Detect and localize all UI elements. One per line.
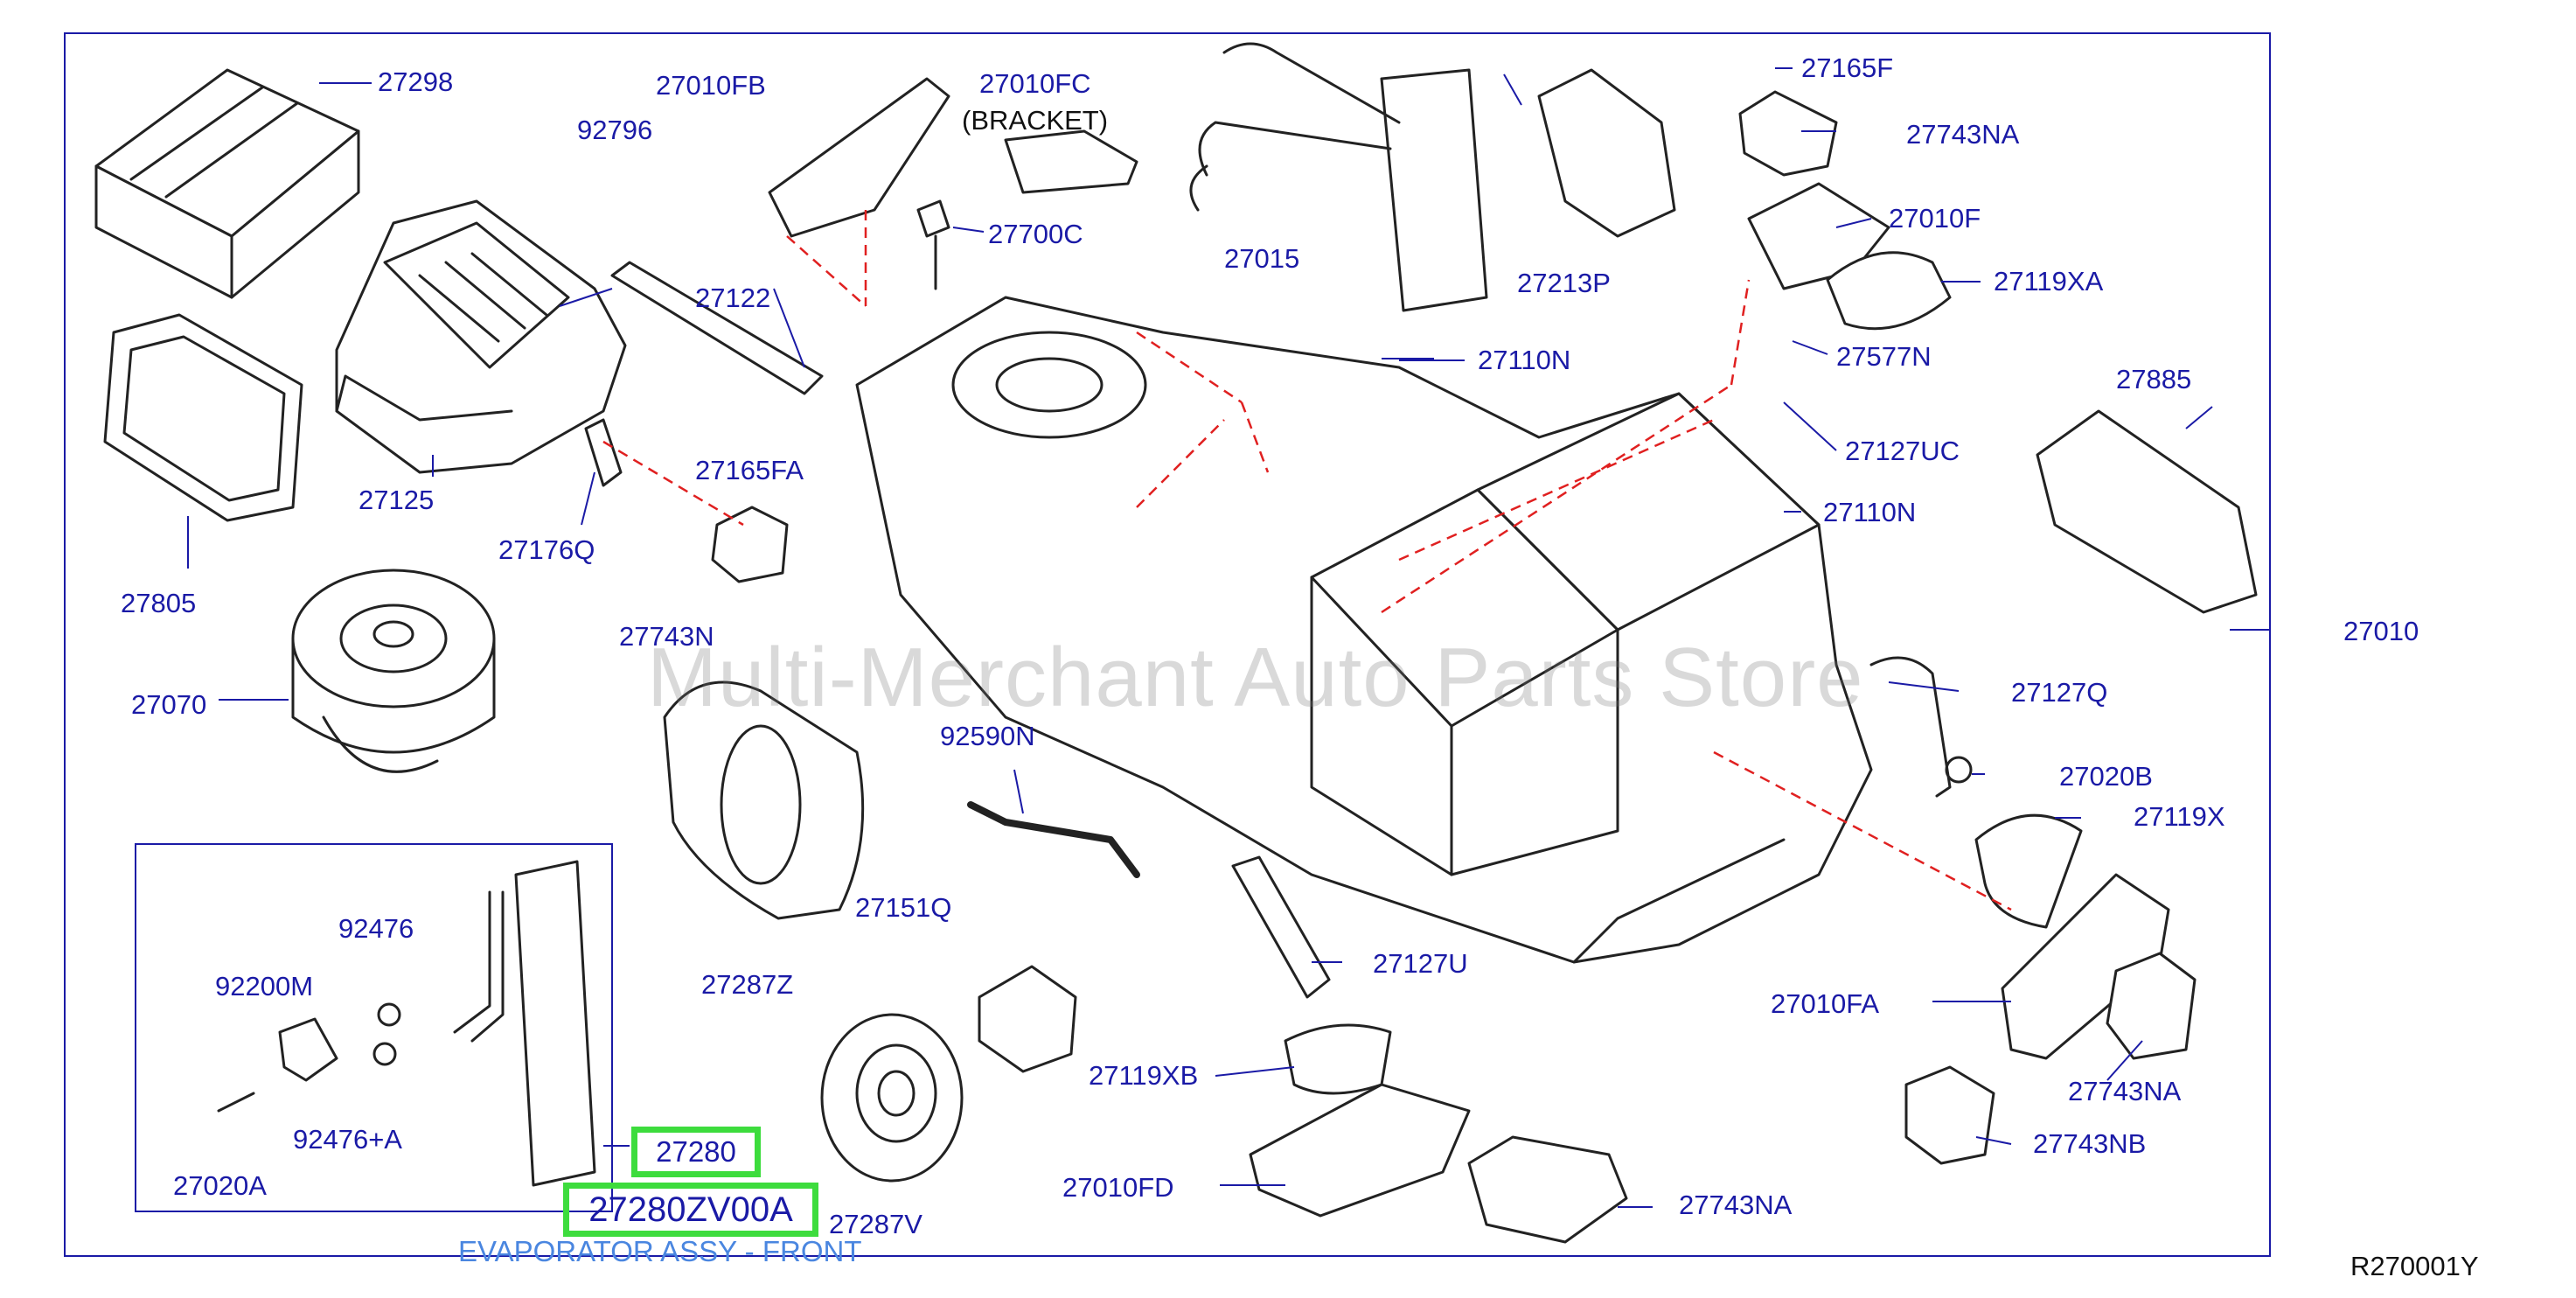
watermark: Multi-Merchant Auto Parts Store [647,631,1864,724]
cabin-filter-drawing [94,68,360,299]
arm-27127U-drawing [1231,855,1331,999]
label-leaders [187,67,2270,1208]
part-label[interactable]: 27010 [2343,616,2419,646]
highlight-part-27280ZV00A-text: 27280ZV00A [588,1190,793,1229]
o-ring-92476 [377,1002,401,1027]
highlight-part-27280-text: 27280 [656,1135,736,1168]
part-label[interactable]: 92200M [215,971,314,1001]
part-label[interactable]: 27070 [131,689,207,720]
part-label[interactable]: 27298 [378,66,454,97]
part-label[interactable]: 92590N [940,721,1035,751]
highlight-part-27280[interactable]: 27280 [631,1127,761,1177]
link-27127Q-drawing [1869,656,1952,798]
part-label[interactable]: 27010FB [656,70,766,101]
evaporator-caption: EVAPORATOR ASSY - FRONT [458,1235,862,1267]
module-27213P-drawing [1537,68,1676,238]
part-label[interactable]: 27127UC [1845,436,1960,466]
motor-cover-drawing [820,1013,964,1183]
duct-27885-drawing [2036,409,2258,614]
intake-housing-drawing [335,199,627,474]
part-label[interactable]: 27176Q [498,534,595,565]
bracket-27010FB-drawing [768,77,950,238]
part-label[interactable]: 27700C [988,219,1083,249]
part-label[interactable]: 27165FA [695,455,804,485]
part-label[interactable]: 27010FC [979,68,1091,99]
component-drawings [94,42,2258,1244]
part-label[interactable]: 27110N [1823,497,1917,527]
sensor-27700C-drawing [916,199,950,290]
highlight-part-27280ZV00A[interactable]: 27280ZV00A [563,1183,818,1237]
part-label[interactable]: 27020A [173,1170,267,1201]
reference-code: R270001Y [2350,1251,2479,1281]
actuator-27743N-drawing [711,506,789,583]
part-label[interactable]: 27743N [619,621,714,652]
door-27119XA-drawing [1826,251,1952,331]
part-label[interactable]: 27743NA [1906,119,2020,150]
part-label[interactable]: 27020B [2059,761,2153,792]
hvac-unit-drawing [855,296,1873,964]
actuator-right-drawing [2106,952,2197,1060]
part-label[interactable]: 27577N [1836,341,1932,372]
evaporator-pipes-drawing [453,890,505,1043]
part-label[interactable]: 27015 [1224,243,1300,274]
part-label[interactable]: 92796 [577,115,653,145]
actuator-27743NB-drawing [1904,1065,1995,1165]
expansion-valve-drawing [278,1017,338,1082]
part-label[interactable]: 27805 [121,588,197,618]
part-label[interactable]: 27127U [1373,948,1468,979]
o-ring-92476A [372,1042,397,1066]
plate-27010FD-drawing [1249,1083,1471,1218]
dashed-leaders [602,210,2012,911]
part-label[interactable]: 27010FD [1062,1172,1174,1203]
part-label[interactable]: 27287Z [701,969,794,1000]
pipe-92590N-drawing [967,801,1140,878]
part-label[interactable]: 27287V [829,1209,922,1239]
evaporator-inset-frame [135,843,613,1212]
part-label[interactable]: 27010FA [1771,988,1880,1019]
heater-core-drawing [1189,42,1488,312]
part-label[interactable]: 92476 [338,913,414,944]
bracket-27010FC-drawing [1004,129,1138,194]
part-label[interactable]: 27165F [1801,52,1894,83]
outer-frame [64,32,2271,1257]
sensor-drawing [584,418,623,487]
part-label[interactable]: 27119XB [1089,1060,1199,1091]
part-label[interactable]: 27885 [2116,364,2192,394]
part-label[interactable]: 27010F [1889,203,1981,234]
part-label[interactable]: 27119X [2134,801,2225,832]
evaporator-core-drawing [514,860,596,1187]
blower-motor-drawing [291,569,496,773]
door-27119XB-drawing [1284,1023,1392,1095]
case-27287Z-drawing [663,680,865,920]
part-label[interactable]: 27125 [359,485,435,515]
part-label[interactable]: 92476+A [293,1124,402,1155]
bolt-27020A [217,1092,255,1113]
part-label-note: (BRACKET) [962,105,1109,136]
filter-frame-drawing [103,313,303,522]
part-label[interactable]: 27213P [1517,268,1611,298]
actuator-bottom-drawing [1467,1135,1628,1244]
resistor-drawing [978,965,1077,1073]
part-label[interactable]: 27127Q [2011,677,2108,708]
part-label[interactable]: 27743NB [2033,1128,2147,1159]
part-label[interactable]: 27110N [1478,345,1571,375]
part-label[interactable]: 27119XA [1994,266,2104,297]
part-label[interactable]: 27743NA [2068,1076,2182,1106]
part-label[interactable]: 27743NA [1679,1190,1793,1220]
seal-strip-drawing [610,261,824,395]
part-label[interactable]: 27122 [695,283,771,313]
actuator-top-drawing [1738,90,1838,177]
door-27119X-drawing [1974,813,2083,929]
part-label[interactable]: 27151Q [855,892,952,923]
